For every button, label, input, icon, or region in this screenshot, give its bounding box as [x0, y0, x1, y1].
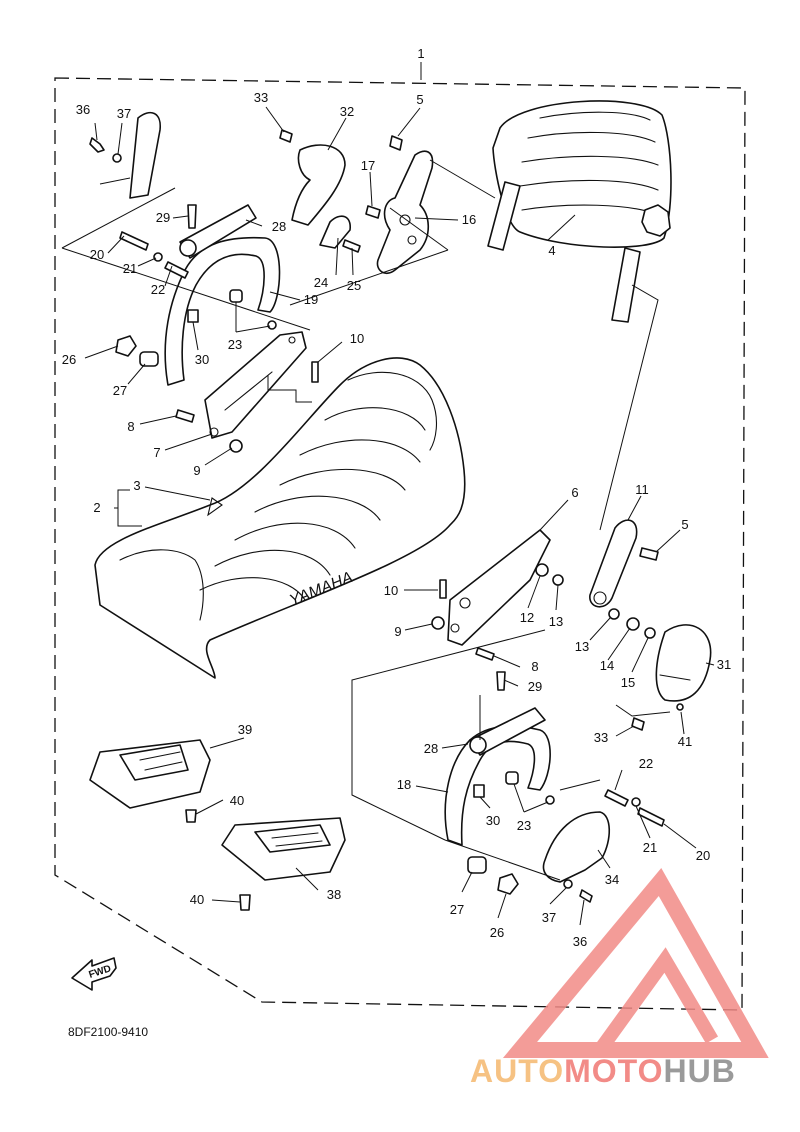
- callout-28: 28: [272, 219, 286, 234]
- callout-8: 8: [127, 419, 134, 434]
- callout-20: 20: [90, 247, 104, 262]
- callout-40b: 40: [190, 892, 204, 907]
- callout-10: 10: [350, 331, 364, 346]
- assembly-boundary: [54, 77, 746, 1011]
- callout-14: 14: [600, 658, 614, 673]
- callout-11: 11: [635, 482, 649, 497]
- callout-6: 6: [571, 485, 578, 500]
- callout-37: 37: [117, 106, 131, 121]
- callout-30b: 30: [486, 813, 500, 828]
- callout-33b: 33: [594, 730, 608, 745]
- callout-3: 3: [133, 478, 140, 493]
- callout-39: 39: [238, 722, 252, 737]
- callout-4: 4: [548, 243, 555, 258]
- callout-20b: 20: [696, 848, 710, 863]
- seat: [94, 357, 466, 679]
- callout-1: 1: [417, 46, 424, 61]
- bracket-34: [542, 811, 611, 883]
- callout-32: 32: [340, 104, 354, 119]
- callout-9: 9: [193, 463, 200, 478]
- fwd-arrow-icon: [71, 957, 117, 991]
- callout-34: 34: [605, 872, 619, 887]
- rear-grab-bar-right: [444, 707, 551, 846]
- callout-37b: 37: [542, 910, 556, 925]
- callout-18: 18: [397, 777, 411, 792]
- callout-29b: 29: [528, 679, 542, 694]
- callout-27: 27: [113, 383, 127, 398]
- footrest-39: [89, 739, 211, 809]
- rear-grab-bar-left: [164, 204, 281, 386]
- callout-5b: 5: [681, 517, 688, 532]
- callout-7: 7: [153, 445, 160, 460]
- callout-5: 5: [416, 92, 423, 107]
- callout-38: 38: [327, 887, 341, 902]
- callout-27b: 27: [450, 902, 464, 917]
- backrest: [487, 100, 672, 323]
- callout-26: 26: [62, 352, 76, 367]
- support-arm-16: [376, 150, 434, 275]
- callout-40: 40: [230, 793, 244, 808]
- callout-2: 2: [93, 500, 100, 515]
- support-arm-11: [589, 519, 638, 608]
- part-code: 8DF2100-9410: [68, 1025, 148, 1039]
- callout-41: 41: [678, 734, 692, 749]
- callout-22: 22: [151, 282, 165, 297]
- footrest-38: [221, 817, 346, 881]
- callout-29: 29: [156, 210, 170, 225]
- watermark-logo: [502, 867, 769, 1058]
- callout-33: 33: [254, 90, 268, 105]
- callout-23b: 23: [517, 818, 531, 833]
- callout-17: 17: [361, 158, 375, 173]
- callout-31: 31: [717, 657, 731, 672]
- callout-36b: 36: [573, 934, 587, 949]
- assembly-guide-lines: [61, 159, 671, 881]
- left-bracket: [204, 331, 307, 439]
- callout-25: 25: [347, 278, 361, 293]
- callout-10b: 10: [384, 583, 398, 598]
- callout-19: 19: [304, 292, 318, 307]
- callout-13b: 13: [575, 639, 589, 654]
- callout-12: 12: [520, 610, 534, 625]
- callout-13: 13: [549, 614, 563, 629]
- callout-9b: 9: [394, 624, 401, 639]
- cover-31: [655, 624, 712, 702]
- watermark-hub: HUB: [663, 1053, 735, 1089]
- callout-22b: 22: [639, 756, 653, 771]
- callout-21: 21: [123, 261, 137, 276]
- callout-36: 36: [76, 102, 90, 117]
- callout-26b: 26: [490, 925, 504, 940]
- callout-23: 23: [228, 337, 242, 352]
- callout-30: 30: [195, 352, 209, 367]
- callout-28b: 28: [424, 741, 438, 756]
- callout-24: 24: [314, 275, 328, 290]
- callout-8b: 8: [531, 659, 538, 674]
- callout-16: 16: [462, 212, 476, 227]
- watermark-moto: MOTO: [564, 1053, 663, 1089]
- hardware: [89, 129, 684, 911]
- watermark-auto: AUTO: [470, 1053, 564, 1089]
- right-bracket-plate: [447, 529, 551, 646]
- callouts: 1 36 37 33 32 5 17 16 4 29 28 20 21 22 2…: [62, 46, 731, 949]
- callout-15: 15: [621, 675, 635, 690]
- callout-21b: 21: [643, 840, 657, 855]
- watermark-text: AUTOMOTOHUB: [470, 1053, 736, 1089]
- upper-bracket-35: [129, 111, 161, 199]
- watermark-triangle-icon: [502, 867, 769, 1058]
- clamp-32: [291, 144, 346, 226]
